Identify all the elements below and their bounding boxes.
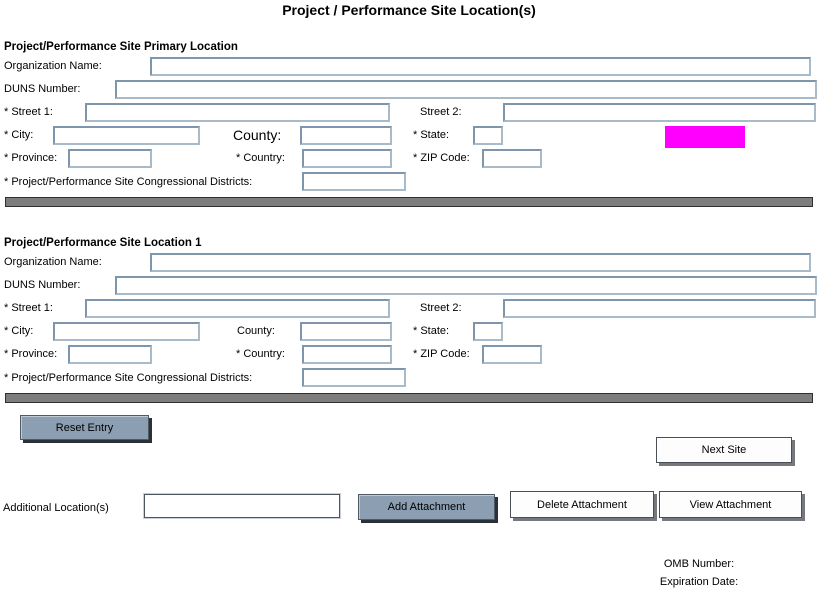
province-input[interactable] <box>68 345 152 364</box>
organization-name-input[interactable] <box>150 253 811 272</box>
expiration-date-label: Expiration Date: <box>659 576 739 588</box>
add-attachment-button[interactable]: Add Attachment <box>358 494 495 520</box>
country-input[interactable] <box>302 149 392 168</box>
congressional-districts-label: * Project/Performance Site Congressional… <box>4 372 253 384</box>
congressional-districts-input[interactable] <box>302 172 406 191</box>
street2-label: Street 2: <box>420 302 462 314</box>
reset-entry-button[interactable]: Reset Entry <box>20 415 149 440</box>
duns-number-input[interactable] <box>115 80 817 99</box>
country-input[interactable] <box>302 345 392 364</box>
street2-label: Street 2: <box>420 106 462 118</box>
street2-input[interactable] <box>503 299 816 318</box>
duns-number-label: DUNS Number: <box>4 83 81 95</box>
street1-label: * Street 1: <box>4 302 53 314</box>
city-input[interactable] <box>53 322 200 341</box>
section-header: Project/Performance Site Location 1 <box>4 237 202 249</box>
street1-input[interactable] <box>85 299 390 318</box>
state-label: * State: <box>413 129 450 141</box>
country-label: * Country: <box>236 152 285 164</box>
state-input[interactable] <box>473 126 503 145</box>
zip-code-label: * ZIP Code: <box>413 152 470 164</box>
zip-code-input[interactable] <box>482 149 542 168</box>
state-input[interactable] <box>473 322 503 341</box>
street2-input[interactable] <box>503 103 816 122</box>
additional-locations-input[interactable] <box>144 494 340 518</box>
next-site-button[interactable]: Next Site <box>656 437 792 463</box>
zip-code-label: * ZIP Code: <box>413 348 470 360</box>
section-divider-bar <box>5 197 813 207</box>
street1-input[interactable] <box>85 103 390 122</box>
organization-name-label: Organization Name: <box>4 60 102 72</box>
street1-label: * Street 1: <box>4 106 53 118</box>
primary-location-section: Project/Performance Site Primary Locatio… <box>0 41 818 207</box>
delete-attachment-button[interactable]: Delete Attachment <box>510 491 654 518</box>
state-label: * State: <box>413 325 450 337</box>
city-label: * City: <box>4 129 34 141</box>
location-1-section: Project/Performance Site Location 1 Orga… <box>0 237 818 403</box>
view-attachment-button[interactable]: View Attachment <box>659 491 802 518</box>
omb-number-label: OMB Number: <box>663 558 735 570</box>
county-input[interactable] <box>300 322 392 341</box>
province-input[interactable] <box>68 149 152 168</box>
organization-name-label: Organization Name: <box>4 256 102 268</box>
province-label: * Province: <box>4 152 58 164</box>
section-header: Project/Performance Site Primary Locatio… <box>4 41 238 53</box>
city-input[interactable] <box>53 126 200 145</box>
zip-code-input[interactable] <box>482 345 542 364</box>
magenta-highlight <box>665 126 745 148</box>
county-label: County: <box>233 127 282 143</box>
county-input[interactable] <box>300 126 392 145</box>
city-label: * City: <box>4 325 34 337</box>
province-label: * Province: <box>4 348 58 360</box>
section-divider-bar <box>5 393 813 403</box>
additional-locations-label: Additional Location(s) <box>3 502 109 514</box>
duns-number-input[interactable] <box>115 276 817 295</box>
congressional-districts-input[interactable] <box>302 368 406 387</box>
omb-footer: OMB Number: Expiration Date: <box>619 555 779 591</box>
duns-number-label: DUNS Number: <box>4 279 81 291</box>
county-label: County: <box>237 325 275 337</box>
congressional-districts-label: * Project/Performance Site Congressional… <box>4 176 253 188</box>
organization-name-input[interactable] <box>150 57 811 76</box>
country-label: * Country: <box>236 348 285 360</box>
page-title: Project / Performance Site Location(s) <box>282 2 536 18</box>
